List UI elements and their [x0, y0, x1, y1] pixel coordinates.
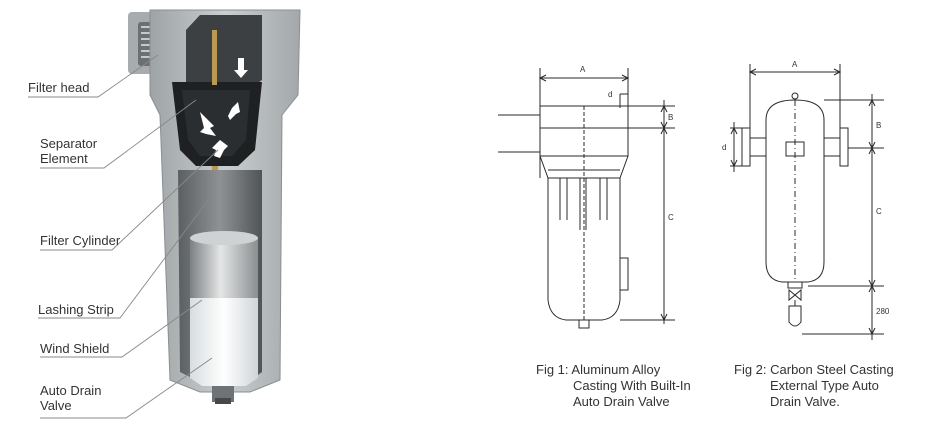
label-filter-cylinder: Filter Cylinder	[40, 233, 121, 248]
callout-leaders	[28, 54, 219, 419]
label-filter-head: Filter head	[28, 80, 90, 95]
fig1-caption-line1: Fig 1: Aluminum Alloy	[536, 362, 661, 377]
fig2-caption-line1: Fig 2: Carbon Steel Casting	[734, 362, 894, 377]
fig1-dim-d: d	[608, 90, 612, 99]
fig2-caption: Fig 2: Carbon Steel Casting External Typ…	[734, 362, 894, 410]
fig1-dim-a: A	[580, 65, 586, 74]
filter-cylinder-body	[190, 238, 258, 300]
label-auto-drain-valve: Auto Drain Valve	[40, 383, 102, 413]
label-lashing-strip: Lashing Strip	[38, 302, 114, 317]
wind-shield-bowl	[190, 298, 258, 386]
fig1-caption-line3: Auto Drain Valve	[573, 394, 670, 409]
label-separator-element: Separator Element	[40, 136, 98, 166]
fig1-drawing	[498, 68, 675, 329]
fig1-dim-c: C	[668, 213, 674, 222]
fig1-caption-line2: Casting With Built-In	[573, 378, 691, 393]
fig2-dim-drain: 280	[876, 307, 890, 316]
fig2-dim-a: A	[792, 60, 798, 69]
fig2-caption-line2: External Type Auto	[770, 378, 879, 393]
fig2-dim-d: d	[722, 143, 726, 152]
flow-arrow-icons	[200, 58, 248, 158]
fig2-caption-line3: Drain Valve.	[770, 394, 840, 409]
fig2-dim-c: C	[876, 207, 882, 216]
fig1-caption: Fig 1: Aluminum Alloy Casting With Built…	[536, 362, 691, 410]
fig2-dim-b: B	[876, 121, 881, 130]
fig2-drawing	[730, 64, 884, 340]
label-wind-shield: Wind Shield	[40, 341, 110, 356]
fig1-dim-b: B	[668, 113, 673, 122]
